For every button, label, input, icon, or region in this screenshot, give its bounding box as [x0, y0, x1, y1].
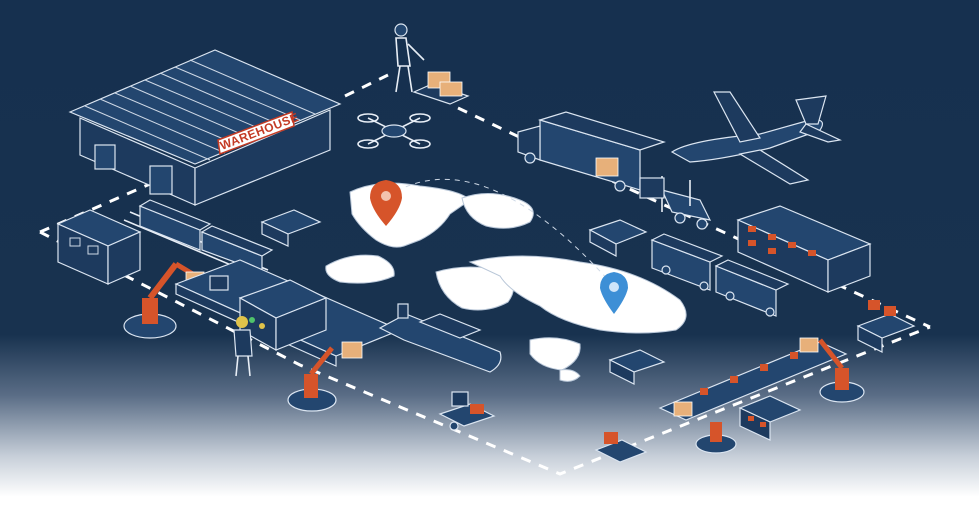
pallet-rack-icon	[738, 395, 802, 441]
pallet-rack-icon	[56, 209, 142, 285]
cargo-rack-icon	[736, 205, 872, 293]
semi-truck-icon	[650, 233, 790, 317]
forklift-icon	[639, 176, 712, 230]
robotic-arm-icon	[123, 261, 205, 339]
pallet-stack-icon	[594, 432, 648, 463]
robotic-arm-icon	[287, 346, 337, 412]
robotic-arm-icon	[695, 422, 737, 454]
route-dashed-path	[39, 73, 931, 476]
delivery-truck-icon	[517, 111, 666, 192]
location-pin-icon	[370, 180, 402, 226]
airplane-icon	[670, 91, 842, 185]
freight-train-icon	[123, 199, 274, 279]
worker-pallet-jack-icon	[394, 23, 470, 105]
cargo-ship-icon	[378, 303, 502, 373]
conveyor-belt-icon	[658, 337, 848, 421]
location-pin-icon	[600, 272, 628, 314]
world-map-icon	[325, 178, 687, 382]
worker-icon	[233, 316, 253, 377]
drone-icon	[357, 113, 431, 149]
warehouse-icon: WAREHOUSE	[68, 49, 342, 206]
robotic-arm-icon	[818, 338, 865, 403]
control-panel-icon	[238, 279, 328, 352]
pallet-stack-icon	[260, 209, 666, 385]
pallet-truck-icon	[856, 300, 916, 353]
forklift-icon	[438, 391, 496, 431]
